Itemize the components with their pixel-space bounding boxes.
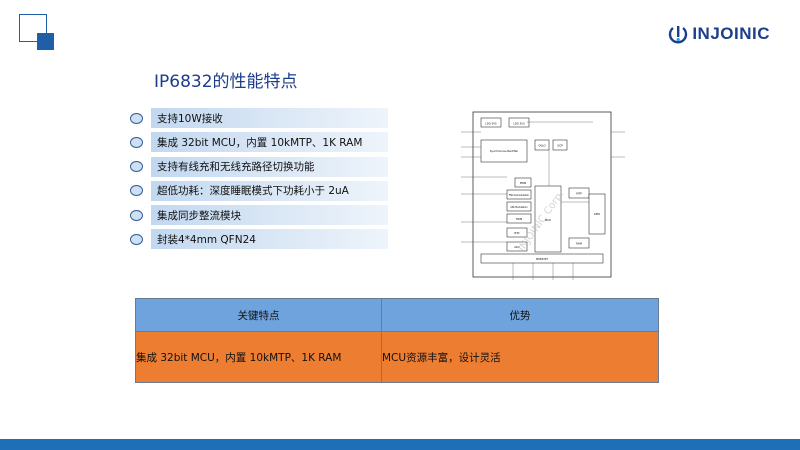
feature-text: 封装4*4mm QFN24: [151, 229, 388, 250]
block-ram: [568, 237, 590, 249]
block-label: OCP: [557, 144, 563, 148]
table-header-cell: 关键特点: [135, 298, 382, 332]
corner-square-filled: [37, 33, 54, 50]
block-gpio: [588, 193, 606, 235]
block-label: IP6832P7: [536, 257, 548, 261]
block-adc: [506, 241, 528, 252]
feature-item: 集成同步整流模块: [130, 205, 388, 226]
feature-text: 集成 32bit MCU，内置 10kMTP、1K RAM: [151, 132, 388, 153]
corner-square-outline: [19, 14, 47, 42]
feature-item: 支持10W接收: [130, 108, 388, 128]
block-label: ASK Modulation: [510, 206, 528, 209]
block-label: LDO 3V3: [513, 122, 525, 126]
table-cell: 集成 32bit MCU，内置 10kMTP、1K RAM: [135, 331, 382, 383]
block-label: RAM: [576, 242, 582, 246]
block-label: MTP: [576, 192, 582, 196]
block-fsk: [506, 189, 532, 200]
bullet-icon: [130, 112, 143, 124]
logo-text: INJOINIC: [692, 24, 770, 43]
bullet-icon: [130, 136, 143, 148]
table-header-cell: 优势: [381, 298, 659, 332]
feature-text: 集成同步整流模块: [151, 205, 388, 226]
block-label: TRIM: [516, 217, 522, 221]
block-label: LDO 5V5: [485, 122, 497, 126]
block-pwm: [514, 177, 532, 188]
block-label: FSK Demodulation: [509, 194, 530, 197]
company-logo: INJOINIC: [668, 24, 770, 44]
block-ocp: [552, 139, 568, 151]
feature-item: 支持有线充和无线充路径切换功能: [130, 156, 388, 177]
feature-text: 超低功耗：深度睡眠模式下功耗小于 2uA: [151, 180, 388, 201]
table-row: 集成 32bit MCU，内置 10kMTP、1K RAM MCU资源丰富，设计…: [135, 331, 659, 383]
page-title: IP6832的性能特点: [154, 72, 298, 92]
block-label: MCU: [545, 218, 551, 222]
block-trim: [506, 213, 532, 224]
block-ldo-5v5: [480, 117, 502, 128]
bullet-icon: [130, 209, 143, 221]
block-label: OVLO: [538, 144, 545, 148]
block-ask: [506, 201, 532, 212]
table-header-row: 关键特点 优势: [135, 298, 659, 332]
block-ovlo: [534, 139, 550, 151]
block-mtp: [568, 187, 590, 199]
pin-lines: [461, 121, 625, 280]
block-bottom-bus: [480, 253, 604, 264]
block-label: PWM: [520, 181, 526, 185]
table-cell: MCU资源丰富，设计灵活: [381, 331, 659, 383]
bullet-icon: [130, 233, 143, 245]
bullet-icon: [130, 185, 143, 197]
block-ldo-3v3: [508, 117, 530, 128]
feature-text: 支持10W接收: [151, 108, 388, 128]
block-ntc: [506, 227, 528, 238]
feature-item: 集成 32bit MCU，内置 10kMTP、1K RAM: [130, 132, 388, 153]
feature-item: 封装4*4mm QFN24: [130, 229, 388, 250]
block-label: GPIO: [594, 212, 600, 216]
feature-list: 支持10W接收 集成 32bit MCU，内置 10kMTP、1K RAM 支持…: [130, 108, 388, 254]
feature-text: 支持有线充和无线充路径切换功能: [151, 156, 388, 177]
feature-table: 关键特点 优势 集成 32bit MCU，内置 10kMTP、1K RAM MC…: [135, 298, 659, 383]
block-label: Synchronous Rectifier: [490, 149, 519, 153]
block-label: NTC: [514, 231, 519, 235]
footer-bar: [0, 439, 800, 450]
bullet-icon: [130, 161, 143, 173]
injoinic-logo-icon: [669, 26, 688, 44]
block-mcu: [534, 185, 562, 253]
block-diagram: LDO 5V5 LDO 3V3 Synchronous Rectifier OV…: [461, 111, 625, 280]
block-label: ADC: [514, 245, 520, 249]
feature-item: 超低功耗：深度睡眠模式下功耗小于 2uA: [130, 180, 388, 201]
block-rectifier: [480, 139, 528, 163]
